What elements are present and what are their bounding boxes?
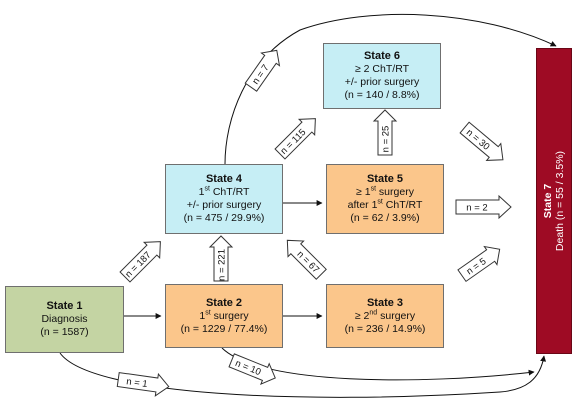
arrow-s4-s7-curve xyxy=(224,13,557,165)
block-arrow-s5-s7: n = 2 xyxy=(455,194,512,220)
state-6-box: State 6 ≥ 2 ChT/RT +/- prior surgery (n … xyxy=(323,43,441,109)
state-6-line1: ≥ 2 ChT/RT xyxy=(355,63,409,75)
label-t5-7: n = 2 xyxy=(466,203,487,214)
state-5-line3: (n = 62 / 3.9%) xyxy=(350,212,420,224)
state-5-line1: ≥ 1st surgery xyxy=(356,185,414,199)
state-6-title: State 6 xyxy=(363,50,401,62)
block-arrow-s5-s6: n = 25 xyxy=(372,109,398,156)
state-7-line1: Death (n = 55 / 3.5%) xyxy=(554,150,566,252)
state-5-line2: after 1st ChT/RT xyxy=(347,198,423,212)
state-3-title: State 3 xyxy=(366,296,404,309)
block-arrow-s3-s7: n = 5 xyxy=(457,245,501,283)
state-7-title: State 7 xyxy=(542,183,554,219)
state-4-line1: 1st ChT/RT xyxy=(198,185,250,199)
state-2-title: State 2 xyxy=(205,296,243,309)
block-arrow-s2-s7: n = 10 xyxy=(228,353,276,386)
block-arrow-s4-s7: n = 7 xyxy=(244,49,281,92)
label-t1-7: n = 1 xyxy=(126,376,149,390)
state-2-box: State 2 1st surgery (n = 1229 / 77.4%) xyxy=(165,284,283,348)
state-2-line2: (n = 1229 / 77.4%) xyxy=(180,322,268,335)
block-arrow-s1-s7: n = 1 xyxy=(116,372,170,397)
state-4-line3: (n = 475 / 29.9%) xyxy=(183,212,265,224)
state-1-line1: Diagnosis xyxy=(41,313,88,325)
state-1-line2: (n = 1587) xyxy=(40,326,89,338)
block-arrow-s1-s4: n = 187 xyxy=(119,241,161,283)
block-arrow-s5-s4: n = 67 xyxy=(286,239,327,280)
state-3-line2: (n = 236 / 14.9%) xyxy=(344,322,426,335)
state-4-title: State 4 xyxy=(205,173,243,185)
state-4-box: State 4 1st ChT/RT +/- prior surgery (n … xyxy=(165,164,283,234)
state-5-title: State 5 xyxy=(366,173,404,185)
label-t5-6: n = 25 xyxy=(381,126,392,153)
label-t2-4: n = 221 xyxy=(217,249,228,281)
state-3-box: State 3 ≥ 2nd surgery (n = 236 / 14.9%) xyxy=(326,284,444,348)
state-1-title: State 1 xyxy=(46,300,83,312)
state-7-death-bar: State 7 Death (n = 55 / 3.5%) xyxy=(536,48,572,354)
state-4-line2: +/- prior surgery xyxy=(186,199,262,211)
arrow-s1-s7-curve xyxy=(59,352,547,398)
state-3-line1: ≥ 2nd surgery xyxy=(354,309,416,322)
state-6-line3: (n = 140 / 8.8%) xyxy=(344,89,420,101)
state-5-box: State 5 ≥ 1st surgery after 1st ChT/RT (… xyxy=(326,164,444,234)
block-arrow-s2-s4: n = 221 xyxy=(208,235,234,282)
block-arrow-s6-s7: n = 30 xyxy=(459,121,504,161)
state-6-line2: +/- prior surgery xyxy=(344,76,420,88)
state-7-label: State 7 Death (n = 55 / 3.5%) xyxy=(542,51,566,351)
state-1-box: State 1 Diagnosis (n = 1587) xyxy=(5,286,124,353)
state-2-line1: 1st surgery xyxy=(199,309,249,322)
block-arrow-s4-s6: n = 115 xyxy=(274,118,316,160)
